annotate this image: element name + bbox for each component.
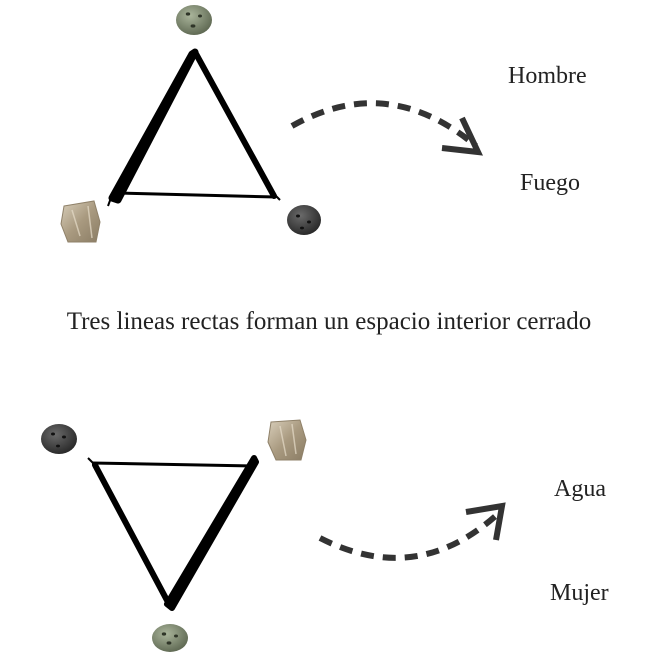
upward-triangle-right-edge bbox=[192, 49, 277, 199]
label-fuego: Fuego bbox=[520, 170, 580, 196]
dashed-arrow-icon bbox=[290, 100, 483, 156]
upward-triangle-base bbox=[115, 191, 277, 199]
label-mujer: Mujer bbox=[550, 580, 609, 606]
label-hombre: Hombre bbox=[508, 63, 587, 89]
downward-triangle-group bbox=[87, 455, 259, 611]
dark-stone-icon bbox=[41, 424, 77, 454]
label-agua: Agua bbox=[554, 476, 606, 502]
green-stone-icon bbox=[176, 5, 212, 35]
upward-triangle-group bbox=[107, 48, 281, 207]
dashed-arrow-icon bbox=[318, 502, 506, 561]
downward-triangle-right-edge bbox=[164, 455, 259, 611]
downward-triangle-top-edge bbox=[91, 461, 255, 468]
upward-triangle-left-edge bbox=[108, 48, 199, 204]
diagram-caption: Tres lineas rectas forman un espacio int… bbox=[66, 308, 592, 335]
dark-stone-icon bbox=[287, 205, 321, 235]
downward-triangle-left-edge bbox=[92, 462, 173, 609]
green-stone-icon bbox=[152, 624, 188, 652]
quartz-stone-icon bbox=[60, 200, 101, 243]
quartz-stone-icon bbox=[267, 419, 307, 461]
